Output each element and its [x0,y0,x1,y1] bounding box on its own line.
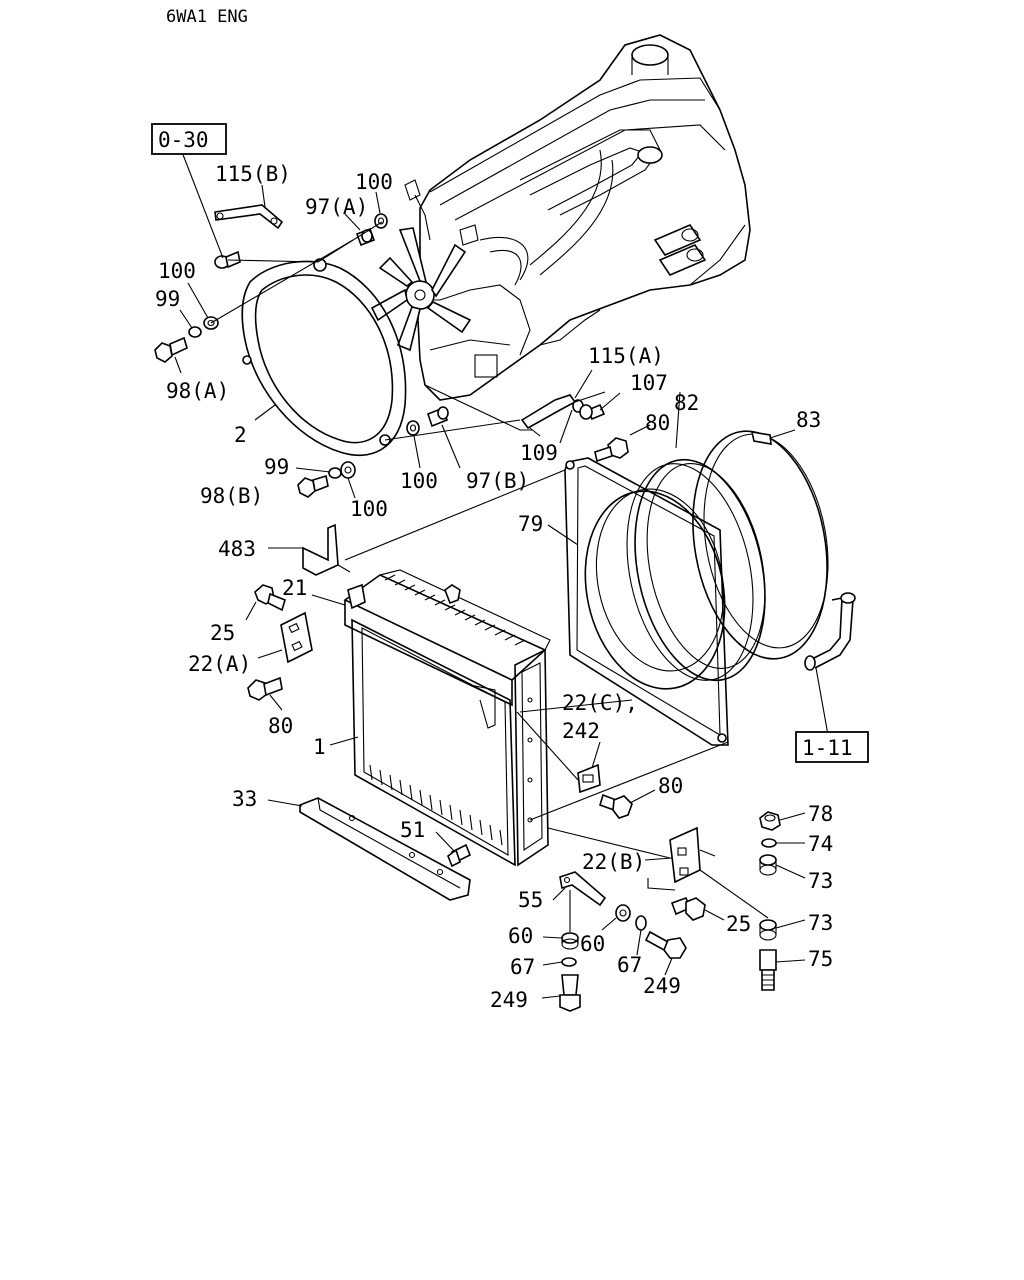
callout-97b: 97(B) [466,469,529,493]
callout-115a: 115(A) [588,344,664,368]
fan-shroud-ring [241,258,407,457]
diagram-title: 6WA1 ENG [166,7,248,27]
callout-2: 2 [234,423,247,447]
callout-98b: 98(B) [200,484,263,508]
cooling-fan [370,227,472,352]
plate-242 [577,763,601,794]
callout-55: 55 [518,888,543,912]
callout-98a: 98(A) [166,379,229,403]
lower-member-33 [299,797,471,901]
callout-25-lower: 25 [726,912,751,936]
callout-97a: 97(A) [305,195,368,219]
washer-67-right [635,915,647,931]
callout-75: 75 [808,947,833,971]
ref-label-1-11: 1-11 [802,736,853,760]
bracket-483 [302,523,351,576]
bolt-25-lower [670,896,706,921]
bushing-73-upper [759,854,777,876]
callout-483: 483 [218,537,256,561]
callout-60-right: 60 [580,932,605,956]
callout-21: 21 [282,576,307,600]
bolt-249-left [559,974,581,1012]
callout-67-left: 67 [510,955,535,979]
callout-242: 242 [562,719,600,743]
callout-67-right: 67 [617,953,642,977]
callout-22c: 22(C), [562,691,638,715]
leader-lines-shroud [344,391,829,821]
callout-25-upper: 25 [210,621,235,645]
callout-100-mid: 100 [400,469,438,493]
bolt-80-left [247,676,283,701]
bushing-60-left [561,932,579,950]
plate-22b [669,826,716,884]
washer-100-lower [340,461,356,479]
bushing-73-lower [759,919,777,941]
callout-73-lower: 73 [808,911,833,935]
callout-22a: 22(A) [188,652,251,676]
bolt-107 [579,403,606,421]
bolt-80-upper [594,437,629,463]
callout-82: 82 [674,391,699,415]
ref-box-0-30[interactable]: 0-30 [151,123,227,155]
callout-109: 109 [520,441,558,465]
spacer-97b [427,406,449,428]
washer-100-top [374,213,388,229]
callout-79: 79 [518,512,543,536]
callout-83: 83 [796,408,821,432]
bracket-55 [559,871,607,907]
bolt-249-right [644,930,687,959]
leader-lines-lower [245,547,806,999]
bushing-60-right [615,904,631,922]
bolt-25-upper [254,584,286,612]
hose-1-11 [804,592,856,671]
bolt-80-lower [599,793,633,819]
callout-249-right: 249 [643,974,681,998]
callout-100-top: 100 [355,170,393,194]
washer-67-left [561,957,577,967]
callout-99-left: 99 [155,287,180,311]
washer-100-mid [406,420,420,436]
callout-60-left: 60 [508,924,533,948]
callout-33: 33 [232,787,257,811]
shroud-ring-82 [626,458,766,682]
nut-78 [759,811,781,831]
radiator-core [343,569,551,867]
callout-74: 74 [808,832,833,856]
bracket-115b [214,204,284,230]
callout-80-left: 80 [268,714,293,738]
plate-22a [280,611,313,664]
bolt-98a [154,336,188,363]
bolt-98b [297,474,329,498]
washer-74 [761,838,777,848]
engine-block [404,34,751,401]
callout-99-lower: 99 [264,455,289,479]
callout-80-upper: 80 [645,411,670,435]
callout-51: 51 [400,818,425,842]
spacer-97a [355,227,376,247]
ref-label-0-30: 0-30 [158,128,209,152]
callout-22b: 22(B) [582,850,645,874]
callout-78: 78 [808,802,833,826]
washer-99-lower [328,467,342,479]
callout-73-upper: 73 [808,869,833,893]
leader-lines-upper [174,151,621,499]
band-83 [692,430,829,660]
washer-99-left [188,326,202,338]
ref-box-1-11[interactable]: 1-11 [795,731,869,763]
drain-plug-51 [447,843,472,868]
callout-107: 107 [630,371,668,395]
callout-249-left: 249 [490,988,528,1012]
stud-75 [759,949,777,991]
callout-100-left: 100 [158,259,196,283]
callout-labels: 115(B) 97(A) 100 100 99 98(A) 2 115(A) 1… [155,162,833,1012]
callout-1: 1 [313,735,326,759]
callout-100-lower: 100 [350,497,388,521]
callout-80-lower: 80 [658,774,683,798]
callout-115b: 115(B) [215,162,291,186]
